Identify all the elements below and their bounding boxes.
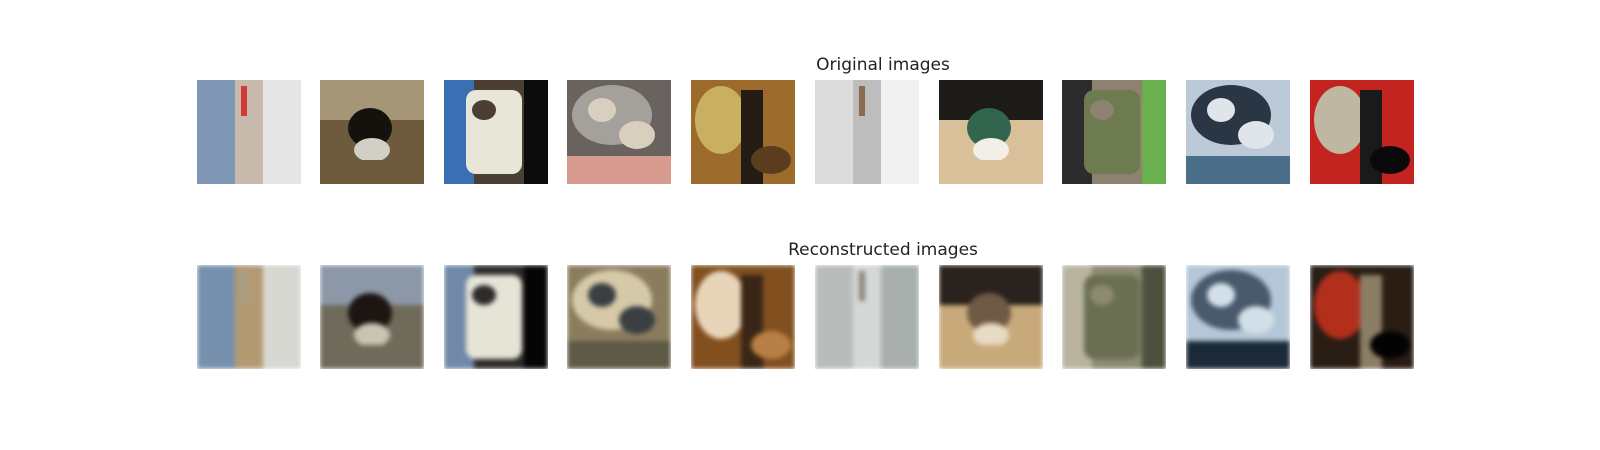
- reconstructed-image-3: [444, 265, 548, 369]
- reconstructed-image-white-van: [444, 265, 548, 369]
- original-image-4: [567, 80, 671, 184]
- original-image-8: [1062, 80, 1166, 184]
- original-image-9: [1186, 80, 1290, 184]
- reconstructed-image-10: [1310, 265, 1414, 369]
- original-image-10: [1310, 80, 1414, 184]
- reconstructed-image-bird-on-branch: [1062, 265, 1166, 369]
- reconstructed-image-5: [691, 265, 795, 369]
- reconstructed-image-deer-in-forest: [691, 265, 795, 369]
- original-image-red-car: [1310, 80, 1414, 184]
- original-image-white-dog: [815, 80, 919, 184]
- reconstructed-image-8: [1062, 265, 1166, 369]
- original-image-deer-in-forest: [691, 80, 795, 184]
- reconstructed-image-cruise-ship: [1186, 265, 1290, 369]
- reconstructed-image-red-car: [1310, 265, 1414, 369]
- original-image-white-van: [444, 80, 548, 184]
- reconstructed-image-grey-cat: [567, 265, 671, 369]
- original-images-row: [0, 80, 1600, 184]
- reconstructed-image-4: [567, 265, 671, 369]
- original-images-title: Original images: [816, 55, 950, 75]
- reconstructed-image-9: [1186, 265, 1290, 369]
- original-image-5: [691, 80, 795, 184]
- original-image-6: [815, 80, 919, 184]
- original-image-horse-and-rider: [939, 80, 1043, 184]
- reconstructed-image-white-dog: [815, 265, 919, 369]
- reconstructed-image-1: [197, 265, 301, 369]
- original-image-1: [197, 80, 301, 184]
- original-image-grey-cat: [567, 80, 671, 184]
- reconstructed-image-2: [320, 265, 424, 369]
- reconstructed-image-6: [815, 265, 919, 369]
- reconstructed-image-horse-and-rider: [939, 265, 1043, 369]
- original-image-cruise-ship: [1186, 80, 1290, 184]
- reconstructed-images-title: Reconstructed images: [788, 240, 978, 260]
- original-image-7: [939, 80, 1043, 184]
- original-image-bird-on-branch: [1062, 80, 1166, 184]
- original-image-2: [320, 80, 424, 184]
- reconstructed-image-7: [939, 265, 1043, 369]
- original-image-3: [444, 80, 548, 184]
- reconstructed-images-row: [0, 265, 1600, 369]
- original-image-cat-by-water: [320, 80, 424, 184]
- original-image-boat-at-dock: [197, 80, 301, 184]
- reconstructed-image-boat-at-dock: [197, 265, 301, 369]
- reconstructed-image-cat-by-water: [320, 265, 424, 369]
